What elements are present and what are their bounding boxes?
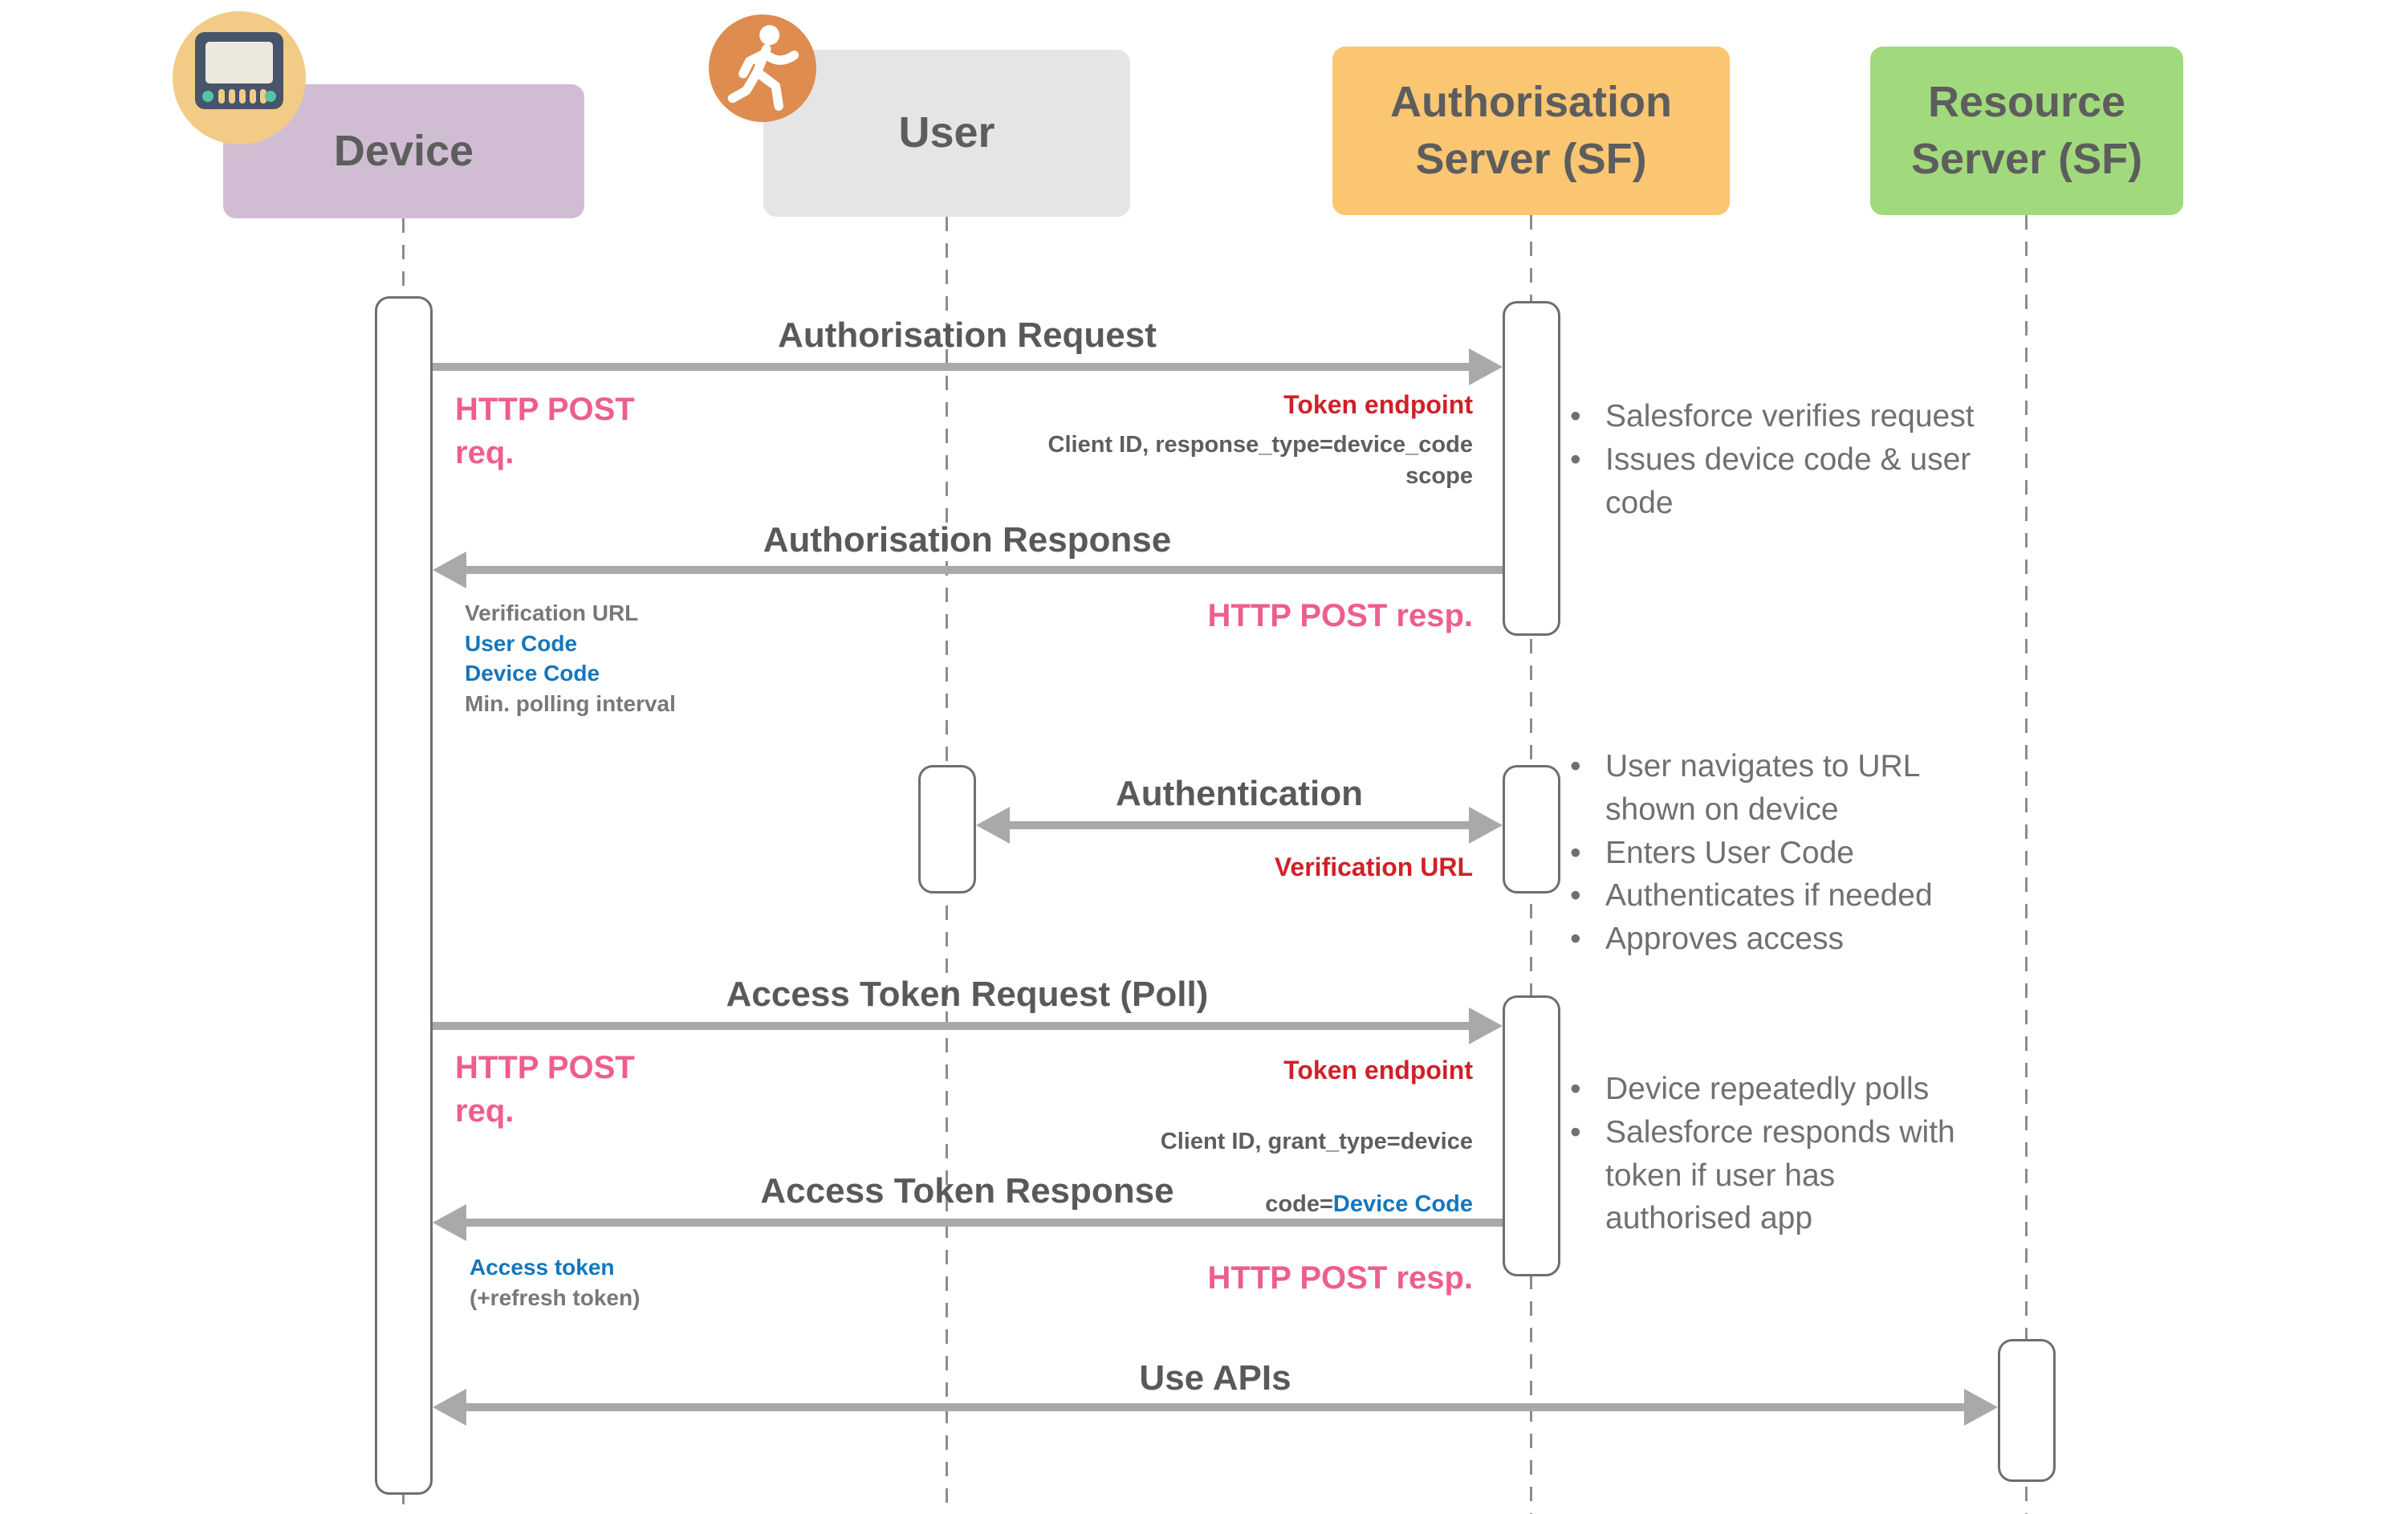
- actor-auth-server-label: Authorisation Server (SF): [1390, 77, 1672, 183]
- access-token-item: Access token: [470, 1255, 615, 1280]
- actor-resource-server-header: Resource Server (SF): [1870, 47, 2183, 215]
- authorisation-request-arrow: [433, 363, 1469, 371]
- actor-resource-server-label: Resource Server (SF): [1910, 77, 2143, 183]
- code-prefix: code=: [1265, 1190, 1333, 1217]
- authentication-title: Authentication: [1116, 774, 1363, 813]
- auth-activation-bar-1: [1503, 301, 1560, 636]
- note-item: Enters User Code: [1565, 832, 1975, 875]
- arrowhead-icon: [1964, 1389, 1998, 1426]
- authorisation-response-arrow: [466, 566, 1503, 574]
- resource-activation-bar: [1998, 1339, 2056, 1482]
- note-item: Salesforce responds with token if user h…: [1565, 1111, 1983, 1240]
- authorisation-request-title: Authorisation Request: [778, 315, 1157, 355]
- resource-server-lifeline: [2025, 215, 2028, 1514]
- arrowhead-icon: [1469, 1007, 1503, 1044]
- auth-activation-bar-3: [1503, 995, 1560, 1276]
- arrowhead-icon: [433, 1204, 466, 1241]
- verification-url-label: Verification URL: [1274, 853, 1473, 881]
- auth-server-note-1: Salesforce verifies request Issues devic…: [1565, 395, 2015, 524]
- request-params-label-1: Client ID, response_type=device_code sco…: [1047, 432, 1473, 489]
- device-icon-screen: [205, 42, 273, 83]
- http-post-resp-label-2: HTTP POST resp.: [1207, 1260, 1473, 1296]
- access-token-request-title: Access Token Request (Poll): [726, 975, 1209, 1014]
- arrowhead-icon: [1469, 807, 1503, 844]
- device-code-value: Device Code: [1332, 1190, 1473, 1217]
- note-item: Approves access: [1565, 918, 1975, 961]
- http-post-req-label-1: HTTP POST req.: [455, 392, 635, 470]
- note-item: Device repeatedly polls: [1565, 1068, 1983, 1111]
- access-token-response-title: Access Token Response: [760, 1171, 1174, 1211]
- token-endpoint-label-1: Token endpoint: [1283, 390, 1473, 419]
- request-params-label-2: Client ID, grant_type=device code=Device…: [963, 1095, 1473, 1251]
- user-code-item: User Code: [465, 630, 578, 656]
- note-item: User navigates to URL shown on device: [1565, 745, 1975, 832]
- user-icon: [709, 14, 816, 122]
- arrowhead-icon: [1469, 348, 1503, 385]
- arrowhead-icon: [976, 807, 1010, 844]
- http-post-resp-label-1: HTTP POST resp.: [1207, 598, 1473, 633]
- access-token-response-arrow: [466, 1219, 1503, 1227]
- grant-type-line: Client ID, grant_type=device: [1160, 1128, 1473, 1154]
- polling-interval-item: Min. polling interval: [465, 690, 676, 716]
- access-token-request-arrow: [433, 1022, 1469, 1030]
- device-activation-bar: [375, 296, 433, 1495]
- refresh-token-item: (+refresh token): [470, 1284, 641, 1310]
- http-post-req-label-2: HTTP POST req.: [455, 1050, 635, 1129]
- note-item: Salesforce verifies request: [1565, 395, 2015, 438]
- device-code-item: Device Code: [465, 661, 600, 686]
- actor-user-header: User: [763, 50, 1130, 217]
- token-endpoint-label-2: Token endpoint: [1283, 1056, 1473, 1085]
- authorisation-response-params: Verification URL User Code Device Code M…: [465, 598, 676, 718]
- use-apis-arrow: [466, 1403, 1964, 1411]
- user-activation-bar: [918, 765, 976, 893]
- authentication-arrow: [1010, 821, 1469, 829]
- use-apis-title: Use APIs: [1139, 1358, 1291, 1398]
- access-token-response-params: Access token (+refresh token): [470, 1252, 640, 1313]
- auth-server-note-2: User navigates to URL shown on device En…: [1565, 745, 1975, 961]
- device-code-line: code=Device Code: [963, 1189, 1473, 1220]
- arrowhead-icon: [433, 1389, 466, 1426]
- note-item: Authenticates if needed: [1565, 874, 1975, 918]
- device-icon-body: [195, 32, 283, 109]
- arrowhead-icon: [433, 551, 466, 588]
- device-icon: [173, 11, 306, 144]
- authorisation-response-title: Authorisation Response: [763, 520, 1172, 560]
- note-item: Issues device code & user code: [1565, 438, 2015, 525]
- auth-server-note-3: Device repeatedly polls Salesforce respo…: [1565, 1068, 1983, 1240]
- walking-person-icon: [727, 25, 799, 111]
- actor-user-label: User: [898, 108, 995, 157]
- verification-url-item: Verification URL: [465, 600, 639, 625]
- actor-device-label: Device: [333, 126, 474, 175]
- actor-auth-server-header: Authorisation Server (SF): [1332, 47, 1730, 215]
- auth-activation-bar-2: [1503, 765, 1560, 893]
